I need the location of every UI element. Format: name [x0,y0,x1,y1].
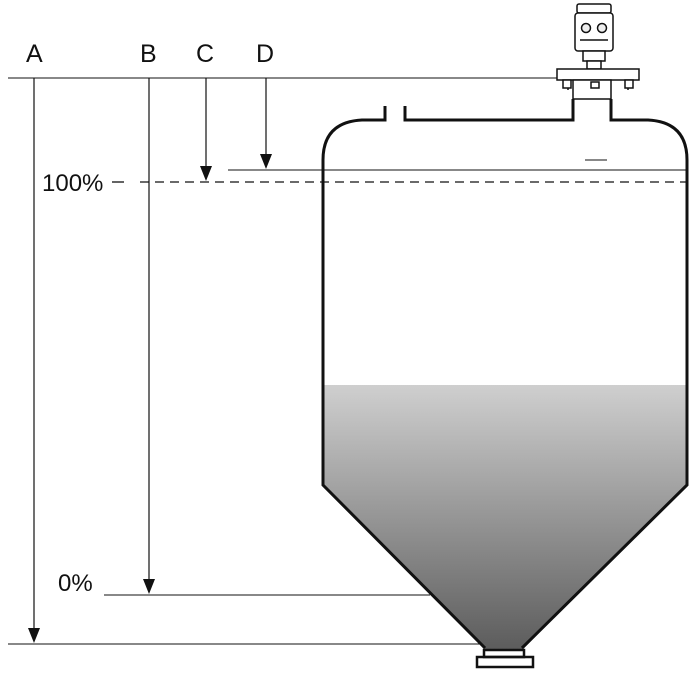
arrow-d [260,78,272,169]
material-fill [323,385,687,650]
label-100-percent: 100% [42,170,103,197]
label-a: A [26,40,43,68]
arrow-a [28,78,40,643]
label-0-percent: 0% [58,570,93,597]
tank-vessel [321,99,689,650]
label-b: B [140,40,157,68]
arrow-c [200,78,212,181]
label-c: C [196,40,214,68]
bottom-outlet [475,648,535,669]
arrow-b [143,78,155,594]
label-d: D [256,40,274,68]
radar-transmitter [556,3,640,161]
